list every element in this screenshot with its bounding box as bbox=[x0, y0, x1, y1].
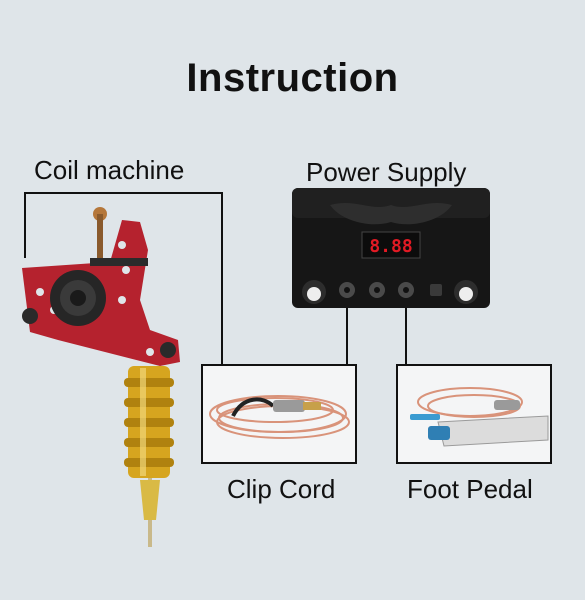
foot-pedal-image bbox=[410, 387, 549, 447]
grip-rings bbox=[124, 378, 174, 467]
pedal-plate bbox=[437, 415, 549, 447]
psu-display bbox=[361, 231, 421, 259]
connector-lines bbox=[24, 192, 407, 366]
page-title: Instruction bbox=[186, 56, 399, 100]
clip-cord-image bbox=[209, 395, 350, 439]
psu-display-digits: 8.88 bbox=[369, 236, 412, 257]
needle-tip bbox=[140, 480, 160, 520]
coil-machine-illustration bbox=[22, 207, 180, 547]
power-supply-illustration: 8.88 bbox=[292, 188, 490, 308]
foot-pedal-box bbox=[396, 364, 552, 464]
clip-cord-box bbox=[201, 364, 357, 464]
power-supply-label: Power Supply bbox=[306, 157, 467, 187]
coil-to-clip-line bbox=[24, 192, 223, 366]
psu-jacks bbox=[339, 282, 414, 298]
coil-machine-label: Coil machine bbox=[34, 155, 185, 185]
foot-pedal-label: Foot Pedal bbox=[407, 474, 533, 504]
clip-cord-label: Clip Cord bbox=[227, 474, 336, 504]
